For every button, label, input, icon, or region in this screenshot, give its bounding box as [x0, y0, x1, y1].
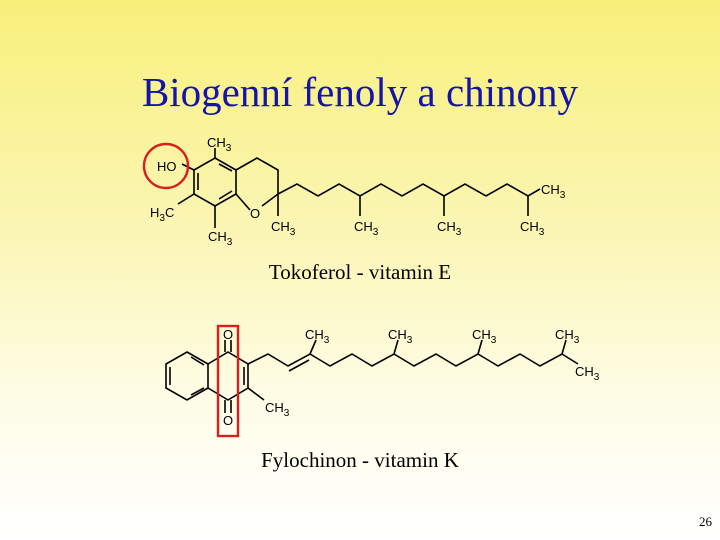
methyl-subscript: 3 — [226, 143, 232, 154]
svg-text:CH3: CH3 — [207, 135, 232, 154]
hydroxyl-highlight-circle — [142, 142, 190, 190]
methyl-label: CH — [472, 327, 491, 342]
svg-text:H3C: H3C — [150, 205, 174, 224]
svg-text:CH3: CH3 — [520, 219, 545, 238]
slide-title: Biogenní fenoly a chinony — [141, 69, 579, 115]
carbonyl-highlight-box — [216, 324, 240, 438]
methyl-label: CH — [555, 327, 574, 342]
methyl-label: CH — [305, 327, 324, 342]
methyl-subscript: 3 — [594, 372, 600, 383]
hydroxyl-label: HO — [157, 159, 177, 174]
svg-text:CH3: CH3 — [305, 327, 330, 346]
methyl-subscript: 3 — [373, 227, 379, 238]
methyl-subscript: 3 — [539, 227, 545, 238]
svg-text:CH3: CH3 — [555, 327, 580, 346]
carbonyl-oxygen-top: O — [223, 327, 233, 342]
svg-text:CH3: CH3 — [265, 400, 290, 419]
methyl-label: CH — [575, 364, 594, 379]
methyl-label: CH — [388, 327, 407, 342]
svg-text:CH3: CH3 — [541, 182, 566, 201]
methyl-subscript: 3 — [227, 237, 233, 248]
methyl-subscript: 3 — [324, 335, 330, 346]
tocopherol-caption: Tokoferol - vitamin E — [268, 260, 452, 284]
methyl-subscript: 3 — [290, 227, 296, 238]
ring-oxygen-label: O — [250, 206, 260, 221]
svg-text:CH3: CH3 — [437, 219, 462, 238]
methyl-label: CH — [520, 219, 539, 234]
methyl-subscript: 3 — [284, 408, 290, 419]
methyl-label: CH — [207, 135, 226, 150]
methyl-label: CH — [208, 229, 227, 244]
methyl-label: CH — [541, 182, 560, 197]
methyl-left-subscript: 3 — [159, 213, 165, 224]
svg-text:CH3: CH3 — [354, 219, 379, 238]
methyl-label: CH — [271, 219, 290, 234]
phylloquinone-caption: Fylochinon - vitamin K — [261, 448, 459, 472]
page-number: 26 — [699, 514, 712, 529]
methyl-subscript: 3 — [560, 190, 566, 201]
svg-text:CH3: CH3 — [388, 327, 413, 346]
svg-text:CH3: CH3 — [575, 364, 600, 383]
svg-text:CH3: CH3 — [208, 229, 233, 248]
methyl-label: CH — [265, 400, 284, 415]
svg-text:CH3: CH3 — [472, 327, 497, 346]
carbonyl-oxygen-bottom: O — [223, 413, 233, 428]
methyl-label: CH — [437, 219, 456, 234]
methyl-label: CH — [354, 219, 373, 234]
methyl-subscript: 3 — [456, 227, 462, 238]
svg-text:CH3: CH3 — [271, 219, 296, 238]
methyl-left-h: H — [150, 205, 159, 220]
methyl-left-c: C — [165, 205, 174, 220]
tocopherol-structure: HO O CH3 H3C CH3 CH3 CH3 CH3 CH3 CH3 — [142, 135, 566, 248]
methyl-subscript: 3 — [574, 335, 580, 346]
methyl-subscript: 3 — [491, 335, 497, 346]
methyl-subscript: 3 — [407, 335, 413, 346]
